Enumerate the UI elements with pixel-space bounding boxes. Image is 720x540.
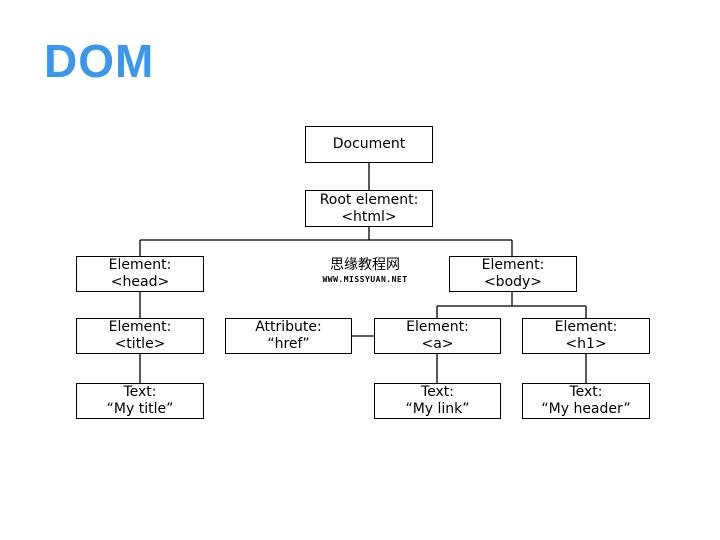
node-text-title-value: “My title” — [106, 401, 174, 417]
node-text-header-value: “My header” — [541, 401, 631, 417]
node-text-title: Text: “My title” — [76, 383, 204, 419]
node-h1-tag: <h1> — [565, 336, 607, 352]
watermark-url: WWW.MISSYUAN.NET — [322, 275, 408, 284]
node-body-tag: <body> — [483, 274, 543, 290]
node-document-label: Document — [332, 136, 406, 152]
node-text-title-label: Text: — [123, 384, 157, 400]
page-title: DOM — [44, 35, 155, 87]
node-text-link: Text: “My link” — [374, 383, 501, 419]
node-a-tag: <a> — [421, 336, 454, 352]
node-a: Element: <a> — [374, 318, 501, 354]
node-h1: Element: <h1> — [522, 318, 650, 354]
node-body-label: Element: — [481, 257, 545, 273]
node-text-link-value: “My link” — [405, 401, 470, 417]
node-attribute-label: Attribute: — [255, 319, 322, 335]
node-head: Element: <head> — [76, 256, 204, 292]
node-title-tag: <title> — [114, 336, 166, 352]
node-document: Document — [305, 126, 433, 163]
node-head-label: Element: — [108, 257, 172, 273]
node-h1-label: Element: — [554, 319, 618, 335]
node-text-header: Text: “My header” — [522, 383, 650, 419]
node-attribute-value: “href” — [267, 336, 310, 352]
node-a-label: Element: — [406, 319, 469, 335]
node-text-header-label: Text: — [569, 384, 603, 400]
node-title: Element: <title> — [76, 318, 204, 354]
node-root-tag: <html> — [341, 208, 397, 225]
node-title-label: Element: — [108, 319, 172, 335]
node-attribute-href: Attribute: “href” — [225, 318, 352, 354]
node-root-element: Root element: <html> — [305, 190, 433, 227]
watermark-chinese: 思缘教程网 — [330, 257, 400, 273]
node-text-link-label: Text: — [420, 384, 455, 400]
watermark: 思缘教程网 WWW.MISSYUAN.NET — [300, 256, 430, 286]
node-root-label: Root element: — [319, 191, 419, 208]
node-head-tag: <head> — [110, 274, 170, 290]
node-body: Element: <body> — [449, 256, 577, 292]
